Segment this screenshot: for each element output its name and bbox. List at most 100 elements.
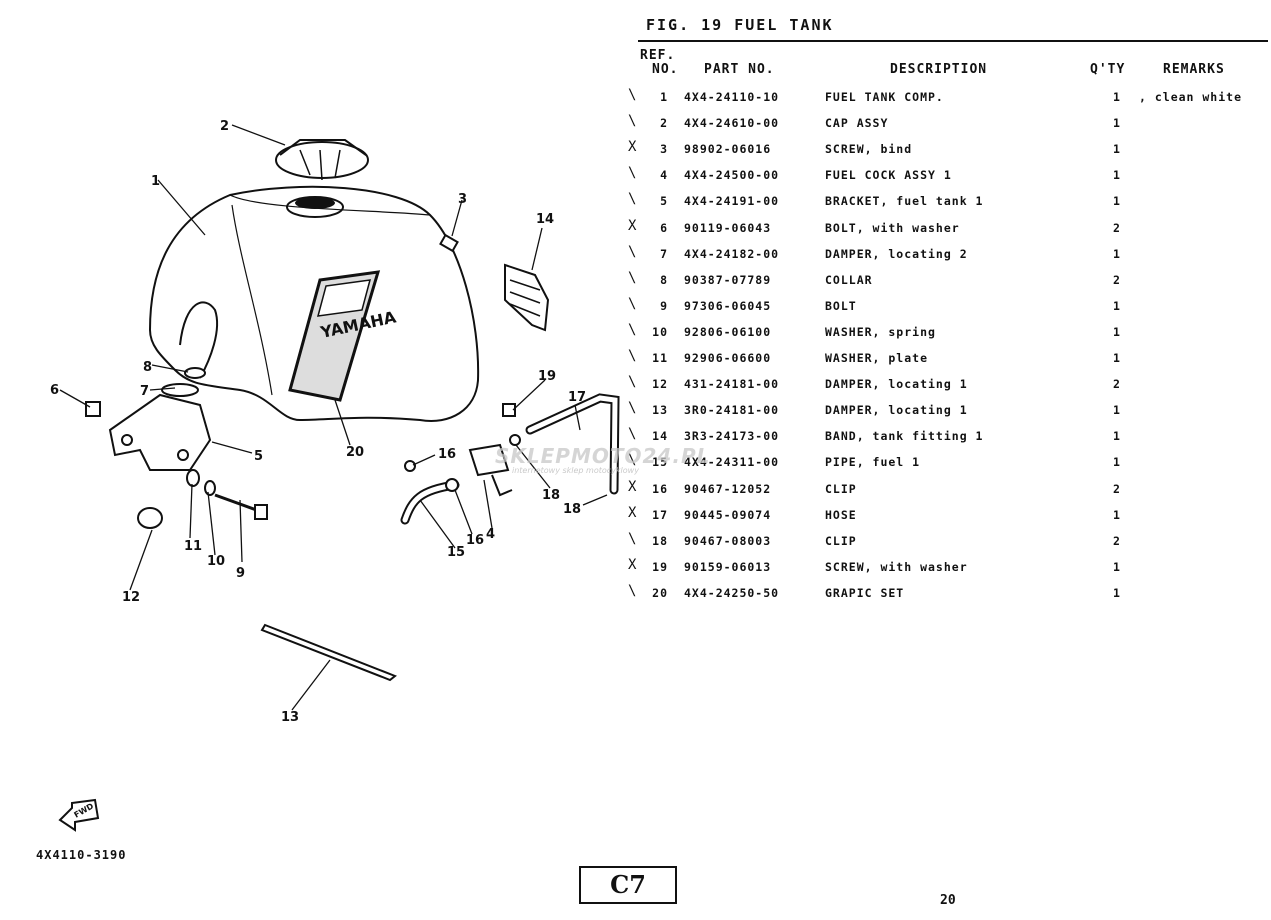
part-number: 90445-09074 (684, 507, 772, 522)
part-number: 4X4-24191-00 (684, 194, 780, 209)
callout-17: 17 (568, 390, 586, 405)
quantity: 1 (1113, 298, 1121, 313)
description-header: DESCRIPTION (890, 62, 988, 77)
callout-4: 4 (486, 527, 495, 542)
part-number: 90467-12052 (684, 481, 772, 496)
part-number: 431-24181-00 (684, 377, 780, 392)
revision-mark: X (628, 139, 638, 156)
watermark-text: SKLEPMOTO24.PL (495, 444, 711, 468)
ref-number: 19 (652, 559, 668, 574)
part-description: SCREW, bind (825, 142, 913, 157)
revision-mark: X (628, 504, 638, 521)
callout-9: 9 (236, 566, 245, 581)
ref-number: 2 (660, 116, 668, 131)
diagram-code: 4X4110-3190 (36, 848, 127, 862)
part-number: 90159-06013 (684, 559, 772, 574)
ref-number: 15 (652, 455, 668, 470)
header-divider (638, 40, 1268, 42)
ref-number: 3 (660, 142, 668, 157)
table-row: X 3 98902-06016 SCREW, bind 1 (620, 139, 1260, 162)
part-no-header: PART NO. (704, 62, 775, 77)
bracket-drawing (108, 393, 212, 471)
table-row: \ 12 431-24181-00 DAMPER, locating 1 2 (620, 374, 1260, 397)
callout-2: 2 (220, 119, 229, 134)
callout-3: 3 (458, 192, 467, 207)
part-description: SCREW, with washer (825, 559, 968, 574)
exploded-parts-diagram: YAMAHA (50, 119, 620, 832)
part-description: GRAPIC SET (825, 585, 905, 600)
remarks-header: REMARKS (1163, 62, 1225, 77)
revision-mark: \ (628, 243, 638, 260)
quantity: 2 (1113, 481, 1121, 496)
revision-mark: \ (628, 400, 638, 417)
quantity: 2 (1113, 377, 1121, 392)
forward-arrow-icon: FWD (58, 798, 100, 832)
revision-mark: \ (628, 374, 638, 391)
callout-18b: 18 (563, 502, 581, 517)
figure-title: FIG. 19 FUEL TANK (646, 16, 834, 34)
quantity: 1 (1113, 455, 1121, 470)
revision-mark: \ (628, 452, 638, 469)
part-number: 90119-06043 (684, 220, 772, 235)
callout-5: 5 (254, 449, 263, 464)
part-description: BOLT, with washer (825, 220, 960, 235)
ref-number: 17 (652, 507, 668, 522)
callout-10: 10 (207, 554, 225, 569)
quantity: 2 (1113, 220, 1121, 235)
part-number: 98902-06016 (684, 142, 772, 157)
revision-mark: \ (628, 321, 638, 338)
revision-mark: \ (628, 426, 638, 443)
quantity: 1 (1113, 585, 1121, 600)
part-description: DAMPER, locating 1 (825, 403, 968, 418)
part-number: 92806-06100 (684, 324, 772, 339)
revision-mark: \ (628, 87, 638, 103)
part-description: BOLT (825, 298, 857, 313)
callout-6: 6 (50, 383, 59, 398)
part-description: COLLAR (825, 272, 873, 287)
callout-7: 7 (140, 384, 149, 399)
tank-band-drawing (504, 263, 550, 332)
part-number: 92906-06600 (684, 351, 772, 365)
callout-11: 11 (184, 539, 202, 554)
fuel-cock-drawing (468, 443, 513, 497)
ref-number: 1 (660, 90, 668, 104)
quantity: 1 (1113, 142, 1121, 157)
ref-number: 6 (660, 220, 668, 235)
quantity: 1 (1113, 507, 1121, 522)
part-number: 3R0-24181-00 (684, 403, 780, 418)
ref-number: 12 (652, 377, 668, 392)
callout-16b: 16 (466, 533, 484, 548)
revision-mark: \ (628, 191, 638, 208)
cap-assy-drawing (275, 139, 369, 181)
part-description: CLIP (825, 533, 857, 548)
remarks: , clean white (1139, 90, 1243, 104)
part-description: WASHER, spring (825, 324, 936, 339)
part-number: 4X4-24250-50 (684, 585, 780, 600)
ref-number: 10 (652, 324, 668, 339)
callout-12: 12 (122, 590, 140, 605)
part-number: 90387-07789 (684, 272, 772, 287)
part-number: 4X4-24610-00 (684, 116, 780, 131)
ref-number: 5 (660, 194, 668, 209)
part-description: CLIP (825, 481, 857, 496)
callout-13: 13 (281, 710, 299, 725)
part-number: 97306-06045 (684, 298, 772, 313)
callout-19: 19 (538, 369, 556, 384)
part-number: 4X4-24500-00 (684, 168, 780, 183)
part-description: WASHER, plate (825, 351, 929, 365)
part-description: DAMPER, locating 1 (825, 377, 968, 392)
quantity: 1 (1113, 246, 1121, 261)
hardware-drawing (85, 233, 521, 529)
ref-number: 16 (652, 481, 668, 496)
